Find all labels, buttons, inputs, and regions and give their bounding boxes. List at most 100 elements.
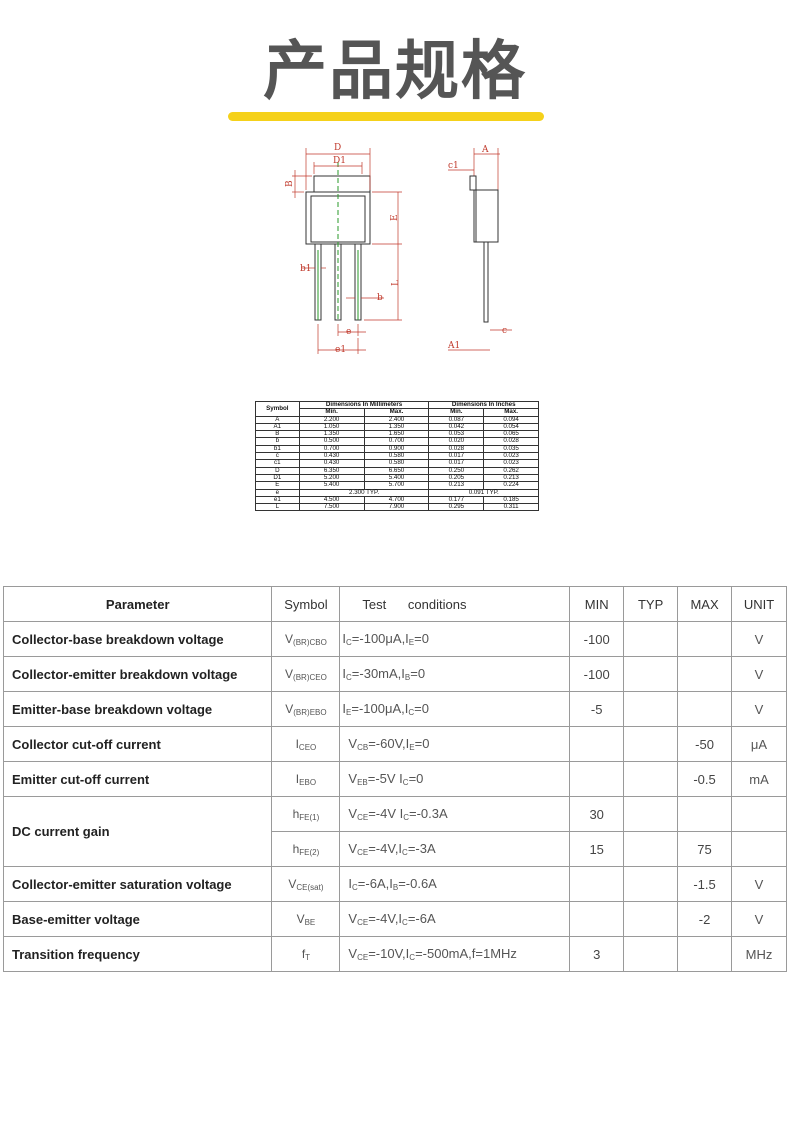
dims-value: 0.311 — [483, 503, 539, 512]
dim-label-c: c — [502, 326, 507, 336]
title-underline — [228, 112, 544, 121]
param-unit — [731, 831, 787, 867]
param-min: -100 — [569, 656, 625, 692]
param-typ — [623, 761, 679, 797]
dims-value: 1.350 — [363, 422, 430, 432]
param-unit: V — [731, 866, 787, 902]
table-row: Collector-base breakdown voltage V(BR)CB… — [2, 621, 787, 657]
dim-label-A: A — [481, 145, 489, 155]
param-min: -5 — [569, 691, 625, 727]
param-unit: V — [731, 901, 787, 937]
param-min: -100 — [569, 621, 625, 657]
param-typ — [623, 726, 679, 762]
package-outline-drawing: D D1 B E b1 b L e e1 c1 A c A1 — [285, 143, 512, 355]
param-typ — [623, 621, 679, 657]
param-symbol: IEBO — [271, 761, 341, 797]
param-min — [569, 901, 625, 937]
dim-label-b: b — [377, 293, 383, 303]
param-min — [569, 761, 625, 797]
param-typ — [623, 691, 679, 727]
table-row: hFE(2) VCE=-4V,IC=-3A 15 75 — [4, 831, 787, 867]
param-max — [677, 936, 732, 972]
dims-value: 0.295 — [428, 503, 485, 512]
dims-value: 0.065 — [483, 430, 539, 439]
dims-value: 6.650 — [363, 466, 430, 475]
header-parameter: Parameter — [2, 586, 273, 622]
dims-value: 0.091 TYP. — [428, 488, 539, 497]
param-name: Emitter cut-off current — [2, 761, 273, 797]
dims-header-mm: Dimensions In Millimeters — [298, 400, 430, 410]
param-symbol: V(BR)CBO — [271, 621, 341, 657]
param-condition: VCB=-60V,IE=0 — [339, 726, 571, 762]
dims-value: 7.500 — [298, 503, 365, 512]
param-condition: VCE=-10V,IC=-500mA,f=1MHz — [339, 936, 571, 972]
param-name: Collector-emitter saturation voltage — [2, 866, 273, 902]
param-symbol: V(BR)EBO — [271, 691, 341, 727]
dims-value: 2.300 TYP. — [298, 488, 430, 497]
param-max — [677, 656, 732, 692]
table-row: Collector cut-off current ICEO VCB=-60V,… — [2, 726, 787, 762]
dims-symbol: L — [255, 503, 300, 512]
dims-value: 7.900 — [363, 503, 430, 512]
param-condition: VCE=-4V IC=-0.3A — [339, 796, 571, 832]
dims-header-min: Min. — [298, 408, 365, 417]
param-symbol: hFE(1) — [271, 796, 341, 832]
dims-value: 0.185 — [483, 495, 539, 505]
param-max — [677, 621, 732, 657]
dims-header-max: Max. — [483, 408, 539, 417]
table-row: Collector-emitter saturation voltage VCE… — [2, 866, 787, 902]
param-typ — [623, 936, 679, 972]
dim-label-E: E — [390, 214, 400, 221]
param-typ — [623, 901, 679, 937]
param-unit: MHz — [731, 936, 787, 972]
param-symbol: VCE(sat) — [271, 866, 341, 902]
dims-value: 0.023 — [483, 452, 539, 461]
dims-value: 0.700 — [363, 437, 430, 446]
param-name: Emitter-base breakdown voltage — [2, 691, 273, 727]
param-min — [569, 726, 625, 762]
param-symbol: ICEO — [271, 726, 341, 762]
param-name: Collector-base breakdown voltage — [2, 621, 273, 657]
dims-value: 0.224 — [483, 481, 539, 490]
param-min: 3 — [569, 936, 625, 972]
param-symbol: VBE — [271, 901, 341, 937]
param-max — [677, 691, 732, 727]
table-row: DC current gain hFE(1) VCE=-4V IC=-0.3A … — [2, 796, 787, 867]
param-max: -2 — [677, 901, 732, 937]
dims-value: 0.023 — [483, 459, 539, 468]
param-min — [569, 866, 625, 902]
dims-value: 0.213 — [428, 481, 485, 490]
dims-header-in: Dimensions In Inches — [428, 400, 539, 410]
param-name: Transition frequency — [2, 936, 273, 972]
param-symbol: V(BR)CEO — [271, 656, 341, 692]
header-test-conditions: Test conditions — [339, 586, 571, 622]
dims-header-min: Min. — [428, 408, 485, 417]
dims-value: 0.900 — [363, 444, 430, 454]
param-typ — [623, 831, 679, 867]
param-unit: V — [731, 691, 787, 727]
params-header-row: Parameter Symbol Test conditions MIN TYP… — [2, 586, 787, 622]
dims-symbol: E — [255, 481, 300, 490]
header-symbol: Symbol — [271, 586, 341, 622]
param-condition: VCE=-4V,IC=-3A — [339, 831, 571, 867]
dims-header-symbol: Symbol — [255, 401, 300, 417]
param-symbol: hFE(2) — [271, 831, 341, 867]
dim-label-A1: A1 — [447, 341, 460, 351]
dims-value: 1.650 — [363, 430, 430, 439]
param-unit: V — [731, 621, 787, 657]
header-min: MIN — [569, 586, 625, 622]
param-unit: V — [731, 656, 787, 692]
header-max: MAX — [677, 586, 732, 622]
header-typ: TYP — [623, 586, 679, 622]
param-max — [677, 796, 732, 832]
param-typ — [623, 656, 679, 692]
dim-label-c1: c1 — [448, 161, 459, 171]
dims-value: 0.054 — [483, 422, 539, 432]
param-name: Collector cut-off current — [2, 726, 273, 762]
